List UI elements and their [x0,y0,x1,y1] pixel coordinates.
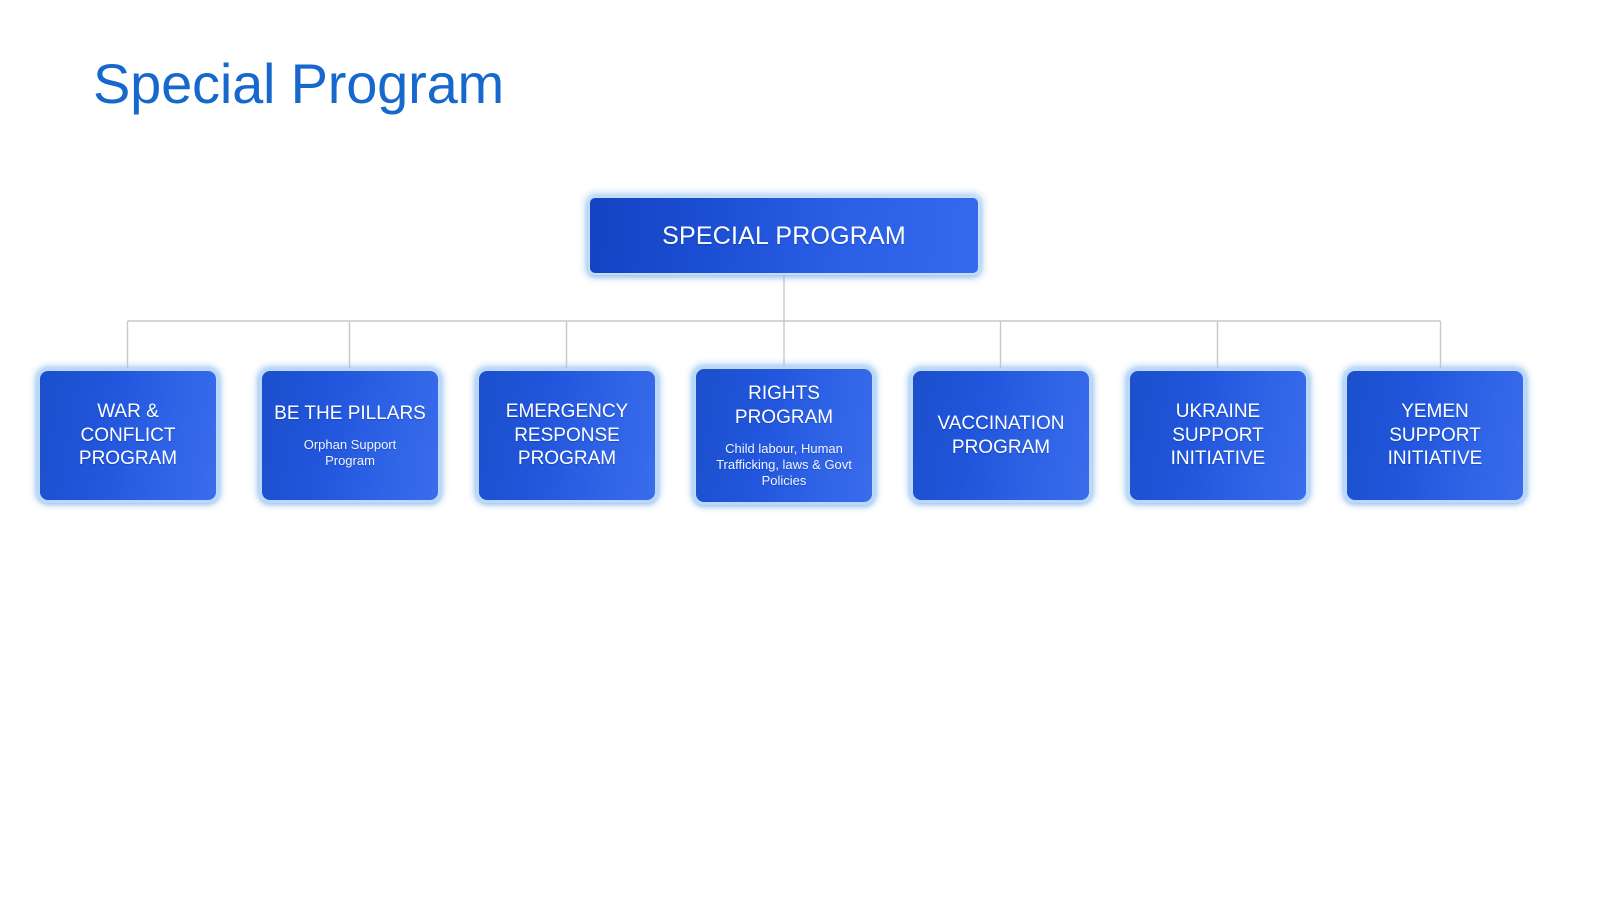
node-title: RIGHTS PROGRAM [734,383,834,428]
node-ukraine-support-initiative[interactable]: UKRAINE SUPPORT INITIATIVE [1127,368,1309,503]
node-content: BE THE PILLARS Orphan Support Program [262,402,438,470]
node-content: UKRAINE SUPPORT INITIATIVE [1130,400,1306,471]
node-title: WAR & CONFLICT PROGRAM [78,401,178,470]
node-subtitle: Child labour, Human Trafficking, laws & … [716,441,852,488]
node-vaccination-program[interactable]: VACCINATION PROGRAM [910,368,1092,503]
node-content: RIGHTS PROGRAM Child labour, Human Traff… [696,382,872,489]
node-content: YEMEN SUPPORT INITIATIVE [1347,400,1523,471]
node-title: YEMEN SUPPORT INITIATIVE [1387,401,1483,470]
node-content: VACCINATION PROGRAM [913,412,1089,459]
node-title: SPECIAL PROGRAM [662,221,906,250]
node-title: EMERGENCY RESPONSE PROGRAM [505,401,629,470]
node-rights-program[interactable]: RIGHTS PROGRAM Child labour, Human Traff… [693,366,875,505]
node-emergency-response-program[interactable]: EMERGENCY RESPONSE PROGRAM [476,368,658,503]
node-subtitle: Orphan Support Program [303,437,397,469]
page-title: Special Program [93,52,504,115]
node-be-the-pillars[interactable]: BE THE PILLARS Orphan Support Program [259,368,441,503]
node-title: UKRAINE SUPPORT INITIATIVE [1170,401,1266,470]
node-content: SPECIAL PROGRAM [590,221,978,251]
node-title: BE THE PILLARS [274,402,426,424]
node-content: EMERGENCY RESPONSE PROGRAM [479,400,655,471]
node-yemen-support-initiative[interactable]: YEMEN SUPPORT INITIATIVE [1344,368,1526,503]
node-special-program[interactable]: SPECIAL PROGRAM [588,196,980,275]
node-war-and-conflict-program[interactable]: WAR & CONFLICT PROGRAM [37,368,219,503]
node-title: VACCINATION PROGRAM [937,413,1065,458]
node-content: WAR & CONFLICT PROGRAM [40,400,216,471]
